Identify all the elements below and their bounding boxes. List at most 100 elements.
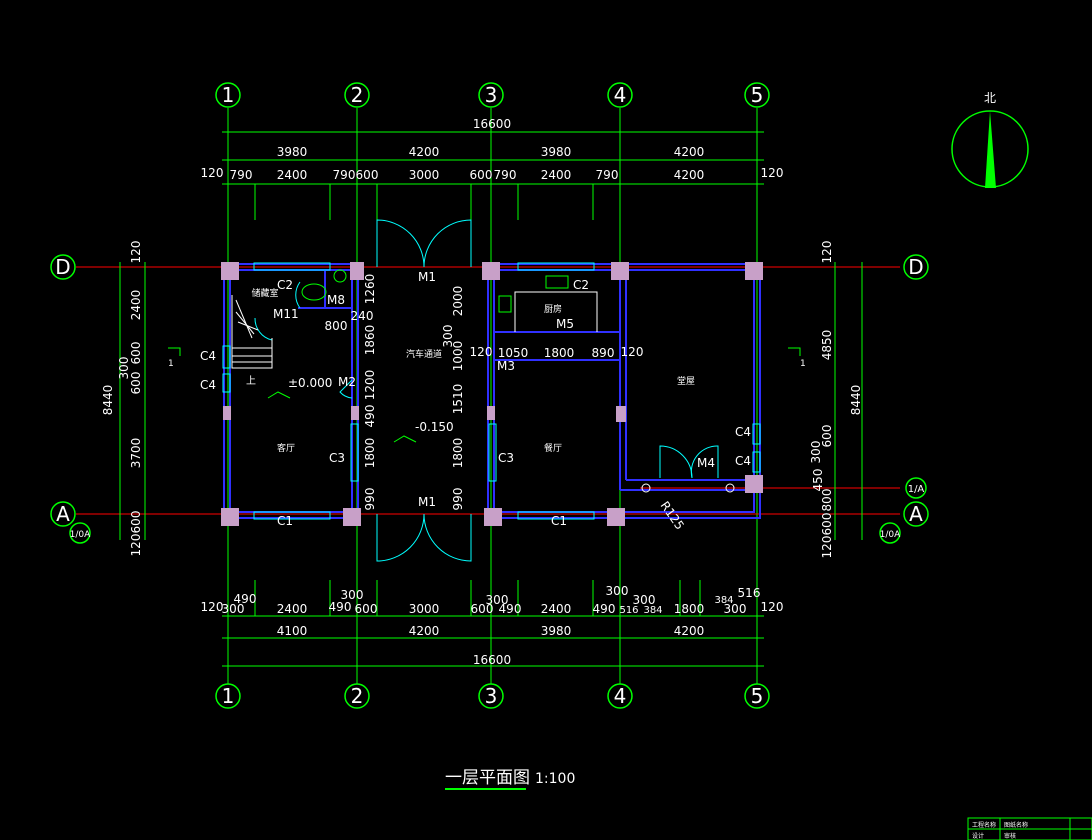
dimension-lines (119, 131, 863, 667)
door-label: M5 (556, 317, 574, 331)
axis-bubbles (50, 82, 929, 709)
dim-text: 240 (351, 309, 374, 323)
dim-text: 516 (619, 605, 638, 616)
windows (222, 262, 761, 520)
stairs (231, 295, 273, 369)
dim-text: 490 (363, 405, 377, 428)
dim-text: 600 (820, 425, 834, 448)
dim-text: 2400 (277, 168, 308, 182)
dim-text: 800 (820, 489, 834, 512)
title-scale: 1:100 (535, 771, 575, 787)
title-block: 工程名称 图纸名称 设计 审核 (967, 817, 1092, 840)
dim-text: 790 (230, 168, 253, 182)
column (487, 406, 495, 420)
dim-text: 600 (129, 342, 143, 365)
dim-text: 1860 (363, 325, 377, 356)
dim-text: 600 (129, 511, 143, 534)
sink-icon (545, 275, 569, 289)
axis-label-row: D (908, 255, 923, 279)
dim-text: 120 (201, 166, 224, 180)
axis-label-row: A (909, 502, 923, 526)
dim-text: 490 (329, 600, 352, 614)
dim-text: 990 (451, 488, 465, 511)
dim-text: 4200 (674, 145, 705, 159)
basin-icon (333, 269, 347, 283)
dim-text: 8440 (101, 385, 115, 416)
title-main: 一层平面图 (445, 768, 530, 788)
dim-text: 300 (809, 441, 823, 464)
dim-text: 490 (593, 602, 616, 616)
compass-label: 北 (984, 91, 996, 105)
dim-text: 600 (820, 513, 834, 536)
dim-text: 2400 (129, 290, 143, 321)
column (745, 475, 763, 493)
dim-text: 1800 (363, 438, 377, 469)
dim-text: 120 (820, 241, 834, 264)
window-label: C1 (551, 514, 567, 528)
dim-text: 300 (341, 588, 364, 602)
dim-text: 2000 (451, 286, 465, 317)
left-dimension-text: 8440 120 2400 600 300 600 3700 600 120 (101, 241, 143, 557)
dim-text: 600 (470, 168, 493, 182)
toilet-icon (301, 283, 327, 301)
window-label: C2 (573, 278, 589, 292)
north-compass: 北 (951, 91, 1029, 188)
room-label-driveway: 汽车通道 (406, 348, 442, 360)
axis-label-column: 3 (485, 684, 498, 708)
dim-text: 120 (761, 166, 784, 180)
column (223, 406, 231, 420)
symbols (168, 347, 801, 493)
column (745, 262, 763, 280)
dim-text: 600 (471, 602, 494, 616)
axis-bubble-labels: 1 2 3 4 5 1 2 3 4 5 D D A A 1/A 1/0A 1/0… (55, 83, 924, 708)
axis-label-column: 5 (751, 83, 764, 107)
window-label: C3 (329, 451, 345, 465)
axis-label-column: 1 (222, 83, 235, 107)
window-label: C4 (735, 425, 751, 439)
door-label: M1 (418, 270, 436, 284)
dim-text: 2400 (277, 602, 308, 616)
window-label: C1 (277, 514, 293, 528)
cooker-icon (498, 295, 512, 313)
axis-label-column: 4 (614, 83, 627, 107)
dim-text: 300 (633, 593, 656, 607)
dim-text: 800 (325, 319, 348, 333)
dim-text: 1260 (363, 274, 377, 305)
dim-text: 120 (470, 345, 493, 359)
column (351, 406, 359, 420)
doors (254, 219, 719, 562)
dim-text: 3000 (409, 168, 440, 182)
dim-text: 4200 (409, 145, 440, 159)
column (221, 508, 239, 526)
window-label: C2 (277, 278, 293, 292)
dim-text: 300 (606, 584, 629, 598)
column (616, 406, 626, 422)
window-label: C4 (735, 454, 751, 468)
dim-text: 300 (117, 357, 131, 380)
interior-dimension-text: 1260 240 1860 1200 490 1800 990 2000 300… (325, 274, 644, 511)
column (221, 262, 239, 280)
kitchen-counter (514, 291, 598, 332)
axis-label-column: 2 (351, 83, 364, 107)
right-dimension-text: 120 4850 600 300 450 800 600 120 8440 (809, 241, 863, 559)
dim-text: 1050 (498, 346, 529, 360)
dim-text: 1800 (451, 438, 465, 469)
room-label-storage: 储藏室 (251, 287, 278, 299)
dim-text: 16600 (473, 117, 511, 131)
dim-text: 3000 (409, 602, 440, 616)
window-label: C4 (200, 378, 216, 392)
axis-label-column: 4 (614, 684, 627, 708)
dim-text: 990 (363, 488, 377, 511)
axis-label-row: D (55, 255, 70, 279)
dim-text: 3980 (277, 145, 308, 159)
window-label: C4 (200, 349, 216, 363)
dim-text: 1800 (674, 602, 705, 616)
dim-text: 384 (714, 595, 733, 606)
dim-text: 790 (596, 168, 619, 182)
dim-text: 1510 (451, 384, 465, 415)
door-label: M1 (418, 495, 436, 509)
dim-text: 2400 (541, 602, 572, 616)
axis-label-subrow: 1/0A (70, 530, 91, 540)
column (482, 262, 500, 280)
fixtures (301, 269, 569, 313)
